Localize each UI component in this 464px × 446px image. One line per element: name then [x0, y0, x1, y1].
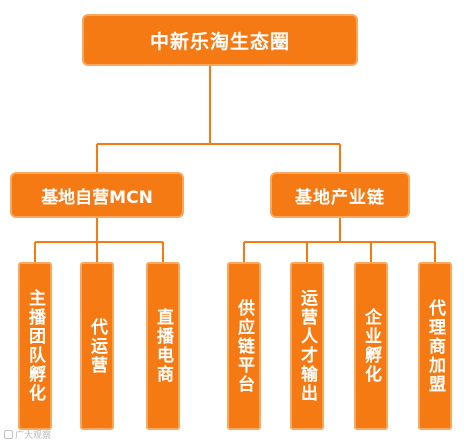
watermark-icon — [4, 430, 13, 439]
leaf-node-talent-output: 运营人才输出 — [290, 262, 324, 430]
leaf-node-live-ecommerce: 直播电商 — [146, 262, 180, 430]
leaf-node-enterprise-incubation: 企业孵化 — [354, 262, 388, 430]
watermark-text: 广大观察 — [15, 431, 52, 441]
branch-node-self-run-mcn: 基地自营MCN — [10, 172, 184, 218]
leaf-node-agency-operation: 代运营 — [80, 262, 114, 430]
leaf-node-agent-franchise: 代理商加盟 — [418, 262, 452, 430]
leaf-node-anchor-incubation: 主播团队孵化 — [18, 262, 52, 430]
root-node: 中新乐淘生态圈 — [82, 14, 358, 66]
leaf-node-supply-chain-platform: 供应链平台 — [227, 262, 261, 430]
branch-node-industry-chain: 基地产业链 — [270, 172, 410, 218]
watermark: 广大观察 — [4, 428, 51, 441]
